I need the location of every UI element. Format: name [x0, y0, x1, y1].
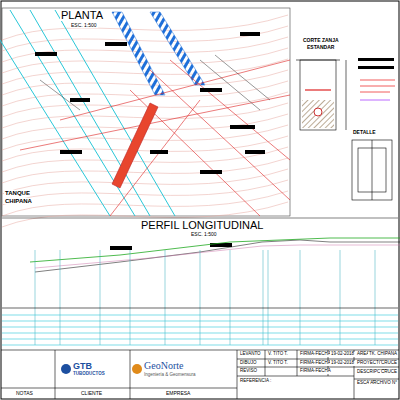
drawing-label: V. TITO T. — [267, 352, 289, 357]
drawing-line — [268, 250, 269, 345]
drawing-label: DIBUJO — [239, 361, 258, 366]
drawing-line — [300, 250, 301, 345]
drawing-label: V. TITO T. — [267, 361, 289, 366]
view-title: PERFIL LONGITUDINAL — [140, 220, 264, 231]
drawing-label: ESC. 1:500 — [190, 232, 218, 237]
drawing-line — [2, 339, 398, 340]
drawing-line — [2, 321, 398, 322]
logo-text: Ingeniería & Geomensura — [143, 373, 197, 378]
drawing-line — [60, 250, 61, 345]
drawing-line — [35, 250, 36, 345]
drawing-label: CORTE ZANJA — [302, 38, 340, 43]
logo-text: TUBODUCTOS — [72, 372, 106, 377]
drawing-label: 19-02-2018 — [330, 352, 355, 357]
drawing-label: REVISO — [239, 369, 258, 374]
drawing-label: CRUCE — [380, 370, 398, 375]
drawing-label: ESC. 1:500 — [70, 23, 98, 28]
drawing-line — [340, 250, 341, 345]
drawing-line — [230, 250, 231, 345]
drawing-label: 19-02-2018 — [330, 361, 355, 366]
drawing-label: NOTAS — [15, 391, 34, 396]
drawing-line — [375, 250, 376, 345]
drawing-line — [200, 250, 201, 345]
drawing-line — [2, 327, 398, 328]
drawing-line — [2, 315, 398, 316]
drawing-label: CLIENTE — [80, 391, 103, 396]
drawing-label: EMPRESA — [165, 391, 191, 396]
drawing-line — [263, 250, 264, 345]
drawing-line — [2, 345, 398, 346]
drawing-label: ARCHIVO N° — [369, 381, 398, 386]
drawing-line — [130, 250, 131, 345]
drawing-label: FIRMA-FECHA — [299, 352, 332, 357]
logo-text: GeoNorte — [143, 361, 184, 371]
drawing-label: FIRMA-FECHA — [299, 361, 332, 366]
drawing-label: TANQUE — [4, 190, 31, 196]
drawing-label: TK. CHIPANA — [368, 352, 398, 357]
drawing-line — [2, 333, 398, 334]
drawing-label: CRUCE — [380, 361, 398, 366]
drawing-label: FIRMA-FECHA — [299, 369, 332, 374]
drawing-label: DETALLE — [352, 130, 377, 135]
view-title: PLANTA — [60, 10, 104, 21]
drawing-line — [100, 250, 101, 345]
drawing-label: ESTANDAR — [306, 45, 335, 50]
drawing-label: REFERENCIA : — [239, 379, 272, 384]
drawing-line — [165, 250, 166, 345]
drawing-label: CHIPANA — [4, 198, 33, 204]
logo-text: GTB — [72, 362, 93, 371]
drawing-label: LEVANTO — [239, 352, 262, 357]
